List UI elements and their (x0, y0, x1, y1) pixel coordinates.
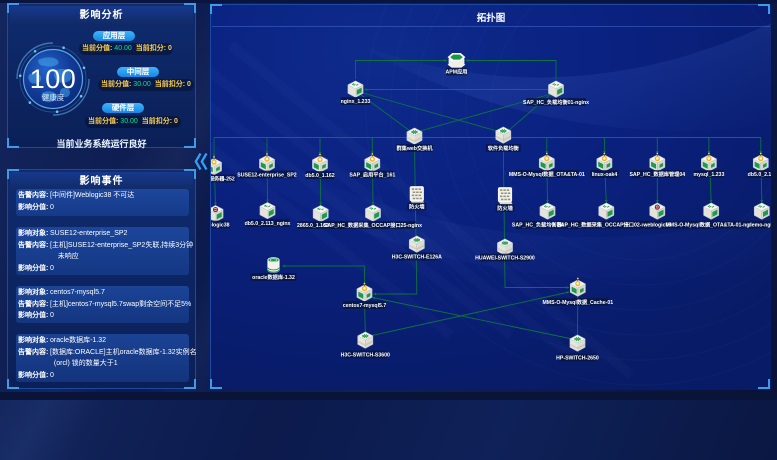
svg-text:100: 100 (30, 64, 77, 94)
svg-text:H3C-SWITCH-E126A: H3C-SWITCH-E126A (392, 255, 442, 261)
svg-text:SAP_HC_数据采集_OCCAP接口02-nginx: SAP_HC_数据采集_OCCAP接口02-nginx (557, 221, 655, 229)
svg-text:linux-oak4: linux-oak4 (592, 172, 618, 178)
svg-text:MMS-O-Mysql数据_Cache-01: MMS-O-Mysql数据_Cache-01 (542, 298, 613, 306)
svg-text:软件负载均衡: 软件负载均衡 (488, 144, 520, 152)
svg-text:oracle数据库-1.32: oracle数据库-1.32 (252, 273, 295, 281)
svg-text:db5.0_2.113_nginx: db5.0_2.113_nginx (245, 221, 291, 227)
svg-text:SAP_HC_负载均衡01-nginx: SAP_HC_负载均衡01-nginx (523, 98, 589, 106)
svg-text:nginx_1.233: nginx_1.233 (341, 99, 371, 105)
svg-text:MMS-O-Mysql数据_OTA&TA-01: MMS-O-Mysql数据_OTA&TA-01 (509, 170, 585, 178)
svg-text:centos7-mysql5.7: centos7-mysql5.7 (343, 303, 387, 309)
svg-text:SUSE12-enterprise_SP2: SUSE12-enterprise_SP2 (237, 173, 297, 179)
svg-text:db5.0_2.11: db5.0_2.11 (748, 172, 771, 178)
svg-text:HUAWEI-SWITCH-S2900: HUAWEI-SWITCH-S2900 (475, 256, 535, 262)
svg-text:HP-SWITCH-2650: HP-SWITCH-2650 (556, 356, 599, 362)
svg-text:SAP_HC_数据库管理04: SAP_HC_数据库管理04 (629, 170, 685, 178)
svg-text:数据库服务器-252: 数据库服务器-252 (211, 175, 235, 183)
svg-text:APM应用: APM应用 (446, 68, 468, 76)
svg-text:健康度: 健康度 (42, 92, 65, 102)
svg-text:mysql_1.233: mysql_1.233 (693, 172, 724, 178)
svg-text:SAP_HC_负载均衡器06-nginx: SAP_HC_负载均衡器06-nginx (512, 221, 583, 229)
svg-text:db5.0_1.162: db5.0_1.162 (305, 173, 335, 179)
svg-text:SAP_启用平台_161: SAP_启用平台_161 (349, 171, 395, 179)
svg-text:拓扑图: 拓扑图 (477, 12, 506, 24)
svg-text:demo-ngin: demo-ngin (749, 223, 771, 229)
svg-text:MMS-O-Mysql数据_OTA&TA-01-nginx: MMS-O-Mysql数据_OTA&TA-01-nginx (665, 221, 757, 229)
svg-text:weblogic16: weblogic16 (642, 223, 671, 229)
svg-text:weblogic38: weblogic38 (211, 223, 230, 229)
svg-text:防火墙: 防火墙 (409, 203, 425, 211)
svg-text:H3C-SWITCH-S3600: H3C-SWITCH-S3600 (341, 353, 390, 359)
svg-text:群集web交换机: 群集web交换机 (396, 144, 433, 152)
svg-text:2865.0_1.162-nginx: 2865.0_1.162-nginx (297, 223, 344, 229)
svg-text:防火墙: 防火墙 (497, 204, 513, 212)
svg-text:SAP_HC_数据采集_OCCAP接口25-nginx: SAP_HC_数据采集_OCCAP接口25-nginx (324, 221, 422, 229)
